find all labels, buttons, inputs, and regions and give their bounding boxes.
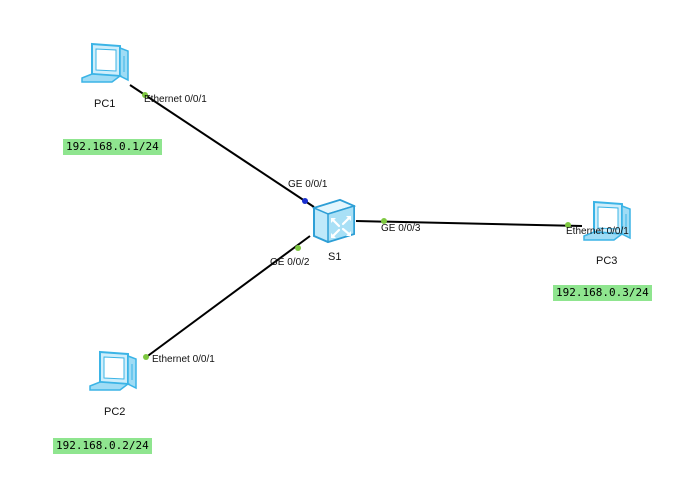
ip-label-pc3: 192.168.0.3/24	[553, 285, 652, 301]
port-label-pc3-eth: Ethernet 0/0/1	[566, 226, 629, 237]
link-pc1-s1[interactable]	[129, 84, 315, 208]
ip-label-pc2: 192.168.0.2/24	[53, 438, 152, 454]
pc-icon	[89, 350, 137, 391]
link-pc3-s1[interactable]	[355, 220, 583, 227]
ip-label-pc1: 192.168.0.1/24	[63, 139, 162, 155]
port-label-s1-ge001: GE 0/0/1	[288, 179, 328, 190]
pc-icon	[81, 42, 129, 83]
port-label-s1-ge003: GE 0/0/3	[381, 223, 421, 234]
device-label-pc2: PC2	[104, 406, 126, 418]
device-label-pc1: PC1	[94, 98, 116, 110]
port-dot-pc3-eth	[565, 222, 571, 228]
port-label-s1-ge002: GE 0/0/2	[270, 257, 310, 268]
port-dot-s1-ge003	[381, 218, 387, 224]
device-label-s1: S1	[328, 251, 342, 263]
port-dot-s1-ge002	[295, 245, 301, 251]
port-label-pc1-eth: Ethernet 0/0/1	[144, 94, 207, 105]
link-pc2-s1[interactable]	[144, 235, 311, 359]
port-dot-pc2-eth	[143, 354, 149, 360]
device-label-pc3: PC3	[596, 255, 618, 267]
pc-icon	[583, 200, 631, 241]
port-dot-pc1-eth	[142, 92, 148, 98]
switch-icon	[311, 198, 357, 244]
port-dot-s1-ge001	[302, 198, 308, 204]
port-label-pc2-eth: Ethernet 0/0/1	[152, 354, 215, 365]
